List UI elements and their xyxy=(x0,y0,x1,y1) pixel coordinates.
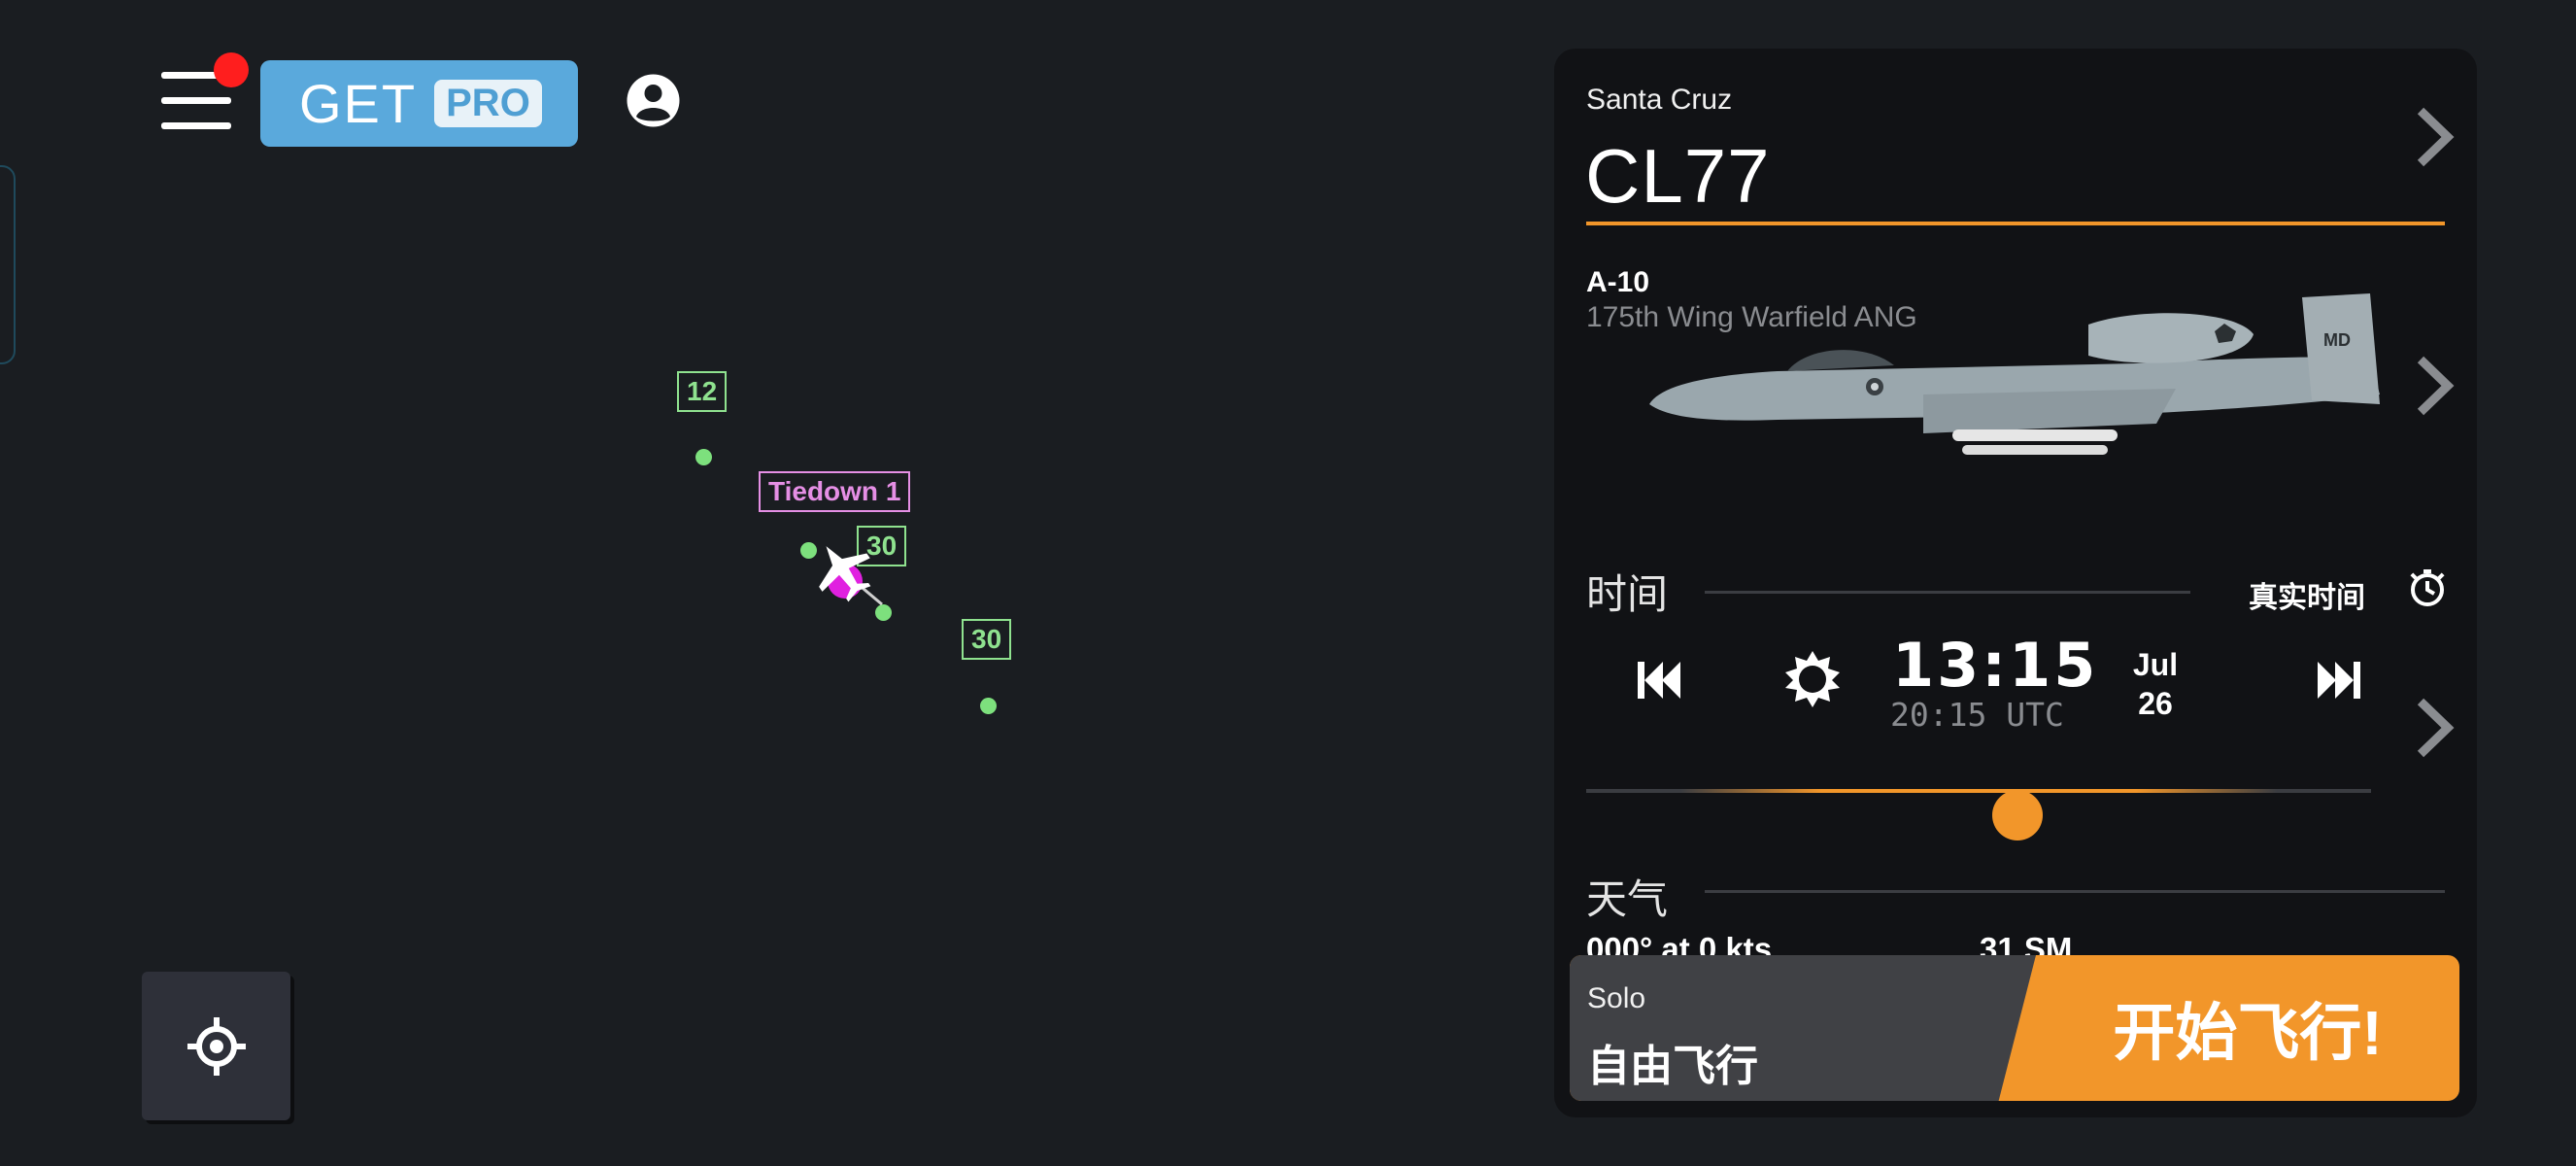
flight-mode-sub: Solo xyxy=(1587,982,1646,1014)
sun-icon[interactable] xyxy=(1781,647,1844,709)
airport-underline xyxy=(1586,222,2445,225)
section-divider xyxy=(1705,890,2445,893)
runway-end-dot xyxy=(875,604,892,621)
aircraft-image[interactable]: MD xyxy=(1632,288,2390,492)
skip-back-icon[interactable] xyxy=(1634,656,1682,704)
chevron-right-icon[interactable] xyxy=(2413,356,2456,416)
menu-icon-bar xyxy=(161,97,231,104)
time-slider-thumb[interactable] xyxy=(1992,790,2044,840)
realtime-label[interactable]: 真实时间 xyxy=(2249,582,2365,614)
time-slider-track[interactable] xyxy=(1586,789,2371,793)
tiedown-label[interactable]: Tiedown 1 xyxy=(759,471,911,512)
utc-time: 20:15 UTC xyxy=(1890,696,2064,734)
flight-mode-selector[interactable]: Solo 自由飞行 xyxy=(1570,955,2036,1101)
pro-badge: PRO xyxy=(434,80,542,127)
date-day[interactable]: 26 xyxy=(2138,686,2173,721)
get-pro-button[interactable]: GET PRO xyxy=(260,60,578,147)
skip-forward-icon[interactable] xyxy=(2316,656,2364,704)
notification-badge xyxy=(214,52,249,87)
local-time[interactable]: 13:15 xyxy=(1892,630,2099,701)
weather-section-title: 天气 xyxy=(1586,876,1669,922)
svg-text:MD: MD xyxy=(2323,330,2351,350)
locate-button[interactable] xyxy=(142,972,290,1120)
airport-code[interactable]: CL77 xyxy=(1585,133,1771,219)
start-flight-bar: Solo 自由飞行 开始飞行! xyxy=(1570,955,2459,1101)
runway-label-30-alt[interactable]: 30 xyxy=(962,619,1012,660)
time-section-title: 时间 xyxy=(1586,571,1669,617)
menu-icon-bar xyxy=(161,122,231,129)
flight-mode-main: 自由飞行 xyxy=(1587,1043,1758,1090)
flight-setup-panel: Santa Cruz CL77 A-10 175th Wing Warfield… xyxy=(1554,49,2477,1117)
runway-label-12[interactable]: 12 xyxy=(677,371,728,412)
aircraft-livery: 175th Wing Warfield ANG xyxy=(1586,301,1917,333)
airport-name: Santa Cruz xyxy=(1586,84,1733,116)
clock-icon[interactable] xyxy=(2407,567,2448,608)
menu-button[interactable] xyxy=(155,52,249,138)
menu-icon xyxy=(161,72,231,79)
aircraft-type: A-10 xyxy=(1586,266,1650,298)
section-divider xyxy=(1705,591,2190,594)
account-icon[interactable] xyxy=(627,74,680,127)
runway-end-dot xyxy=(800,542,817,559)
date-month[interactable]: Jul xyxy=(2132,647,2179,682)
chevron-right-icon[interactable] xyxy=(2413,107,2456,167)
start-flight-button[interactable]: 开始飞行! xyxy=(2113,998,2383,1068)
get-label: GET xyxy=(299,73,418,134)
runway-end-dot xyxy=(980,698,997,714)
aircraft-icon[interactable] xyxy=(806,534,884,612)
chevron-right-icon[interactable] xyxy=(2413,698,2456,758)
side-drawer-handle[interactable] xyxy=(0,165,16,364)
runway-end-dot xyxy=(695,449,712,465)
locate-icon xyxy=(186,1016,246,1076)
